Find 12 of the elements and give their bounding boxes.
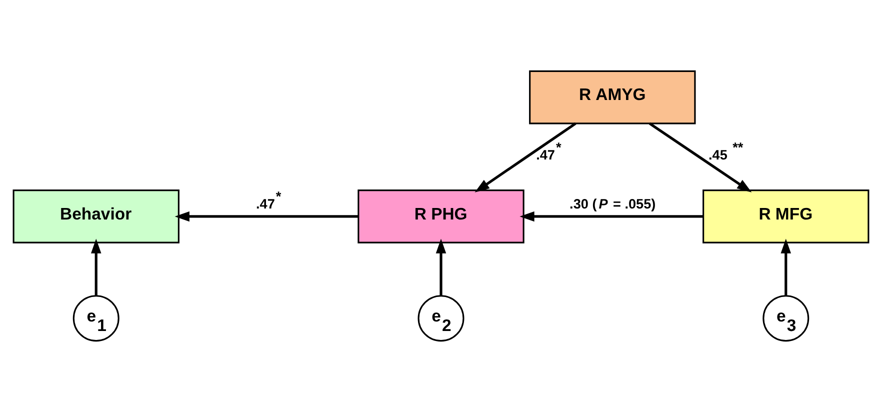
node-box: R PHG: [358, 189, 524, 243]
arrow: [648, 122, 752, 192]
edge-label: .30 (P = .055): [570, 196, 656, 212]
node-box: R AMYG: [529, 70, 696, 124]
arrow: [90, 238, 102, 296]
arrow: [174, 210, 358, 222]
arrow: [436, 238, 446, 296]
arrow: [780, 238, 792, 296]
node-box: R MFG: [702, 189, 870, 243]
arrow: [520, 210, 704, 222]
arrow: [474, 122, 576, 192]
node-box: Behavior: [12, 189, 180, 243]
